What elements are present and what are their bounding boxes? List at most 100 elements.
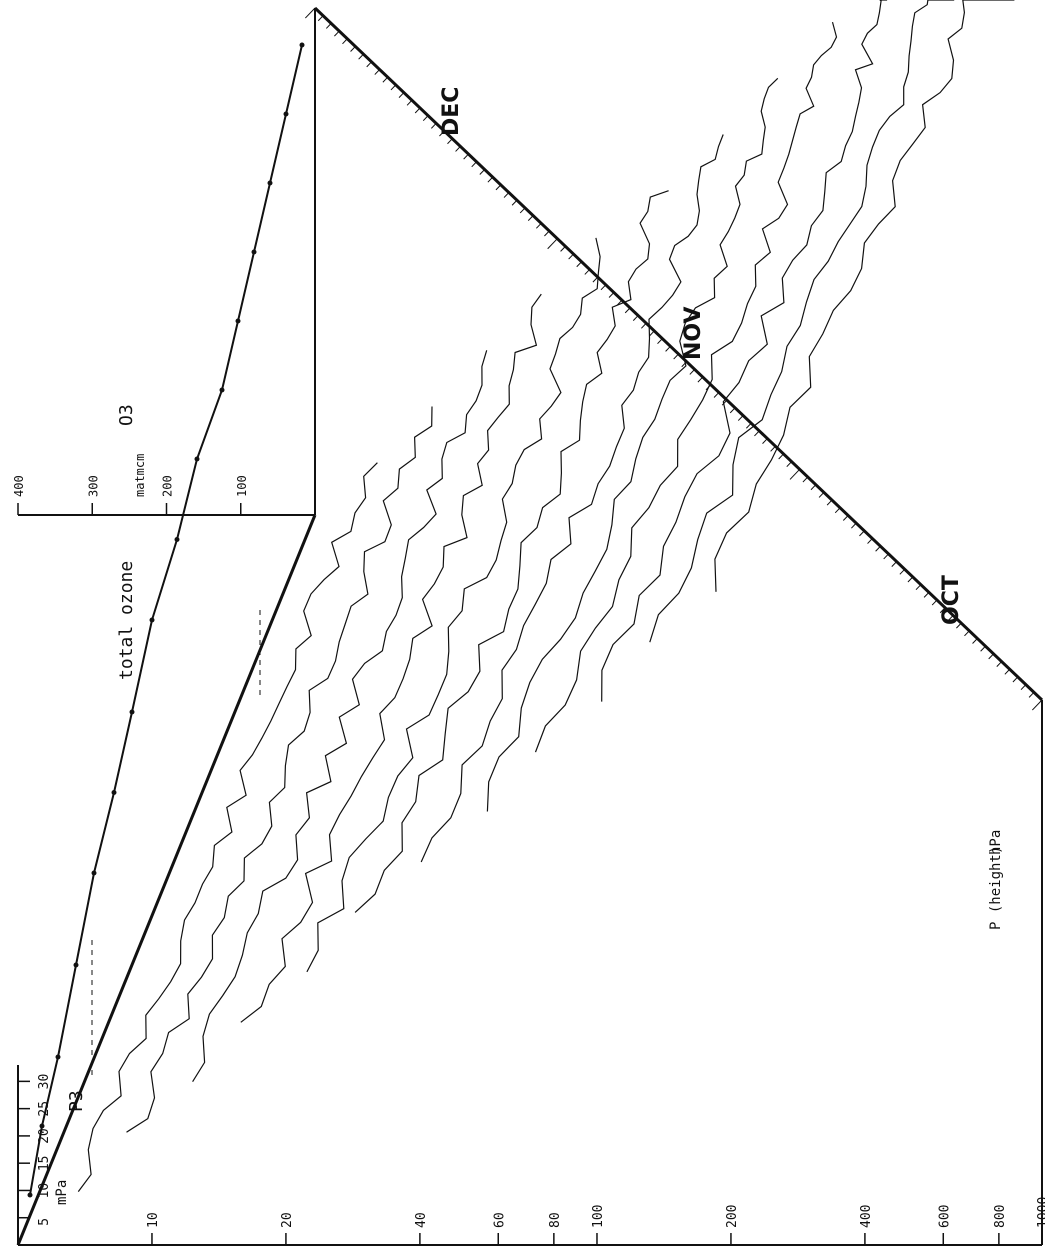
total-ozone-group (27, 42, 305, 1198)
pressure-axis-unit: hPa (988, 830, 1004, 855)
time-tick-mark (519, 207, 526, 214)
time-tick-mark (374, 69, 380, 75)
time-tick-mark (665, 345, 671, 352)
time-tick-mark (640, 322, 647, 329)
time-tick-mark (915, 584, 922, 591)
month-label-dec: DEC (439, 87, 464, 136)
time-tick-mark (826, 499, 833, 506)
time-tick-mark (721, 399, 728, 406)
pressure-tick-label: 600 (937, 1205, 952, 1228)
time-tick-mark (527, 215, 534, 221)
time-tick-mark (584, 269, 591, 275)
o3-tick-label: 100 (235, 475, 249, 497)
time-tick-mark (1004, 668, 1011, 675)
time-tick-mark (778, 453, 784, 460)
time-tick-mark (964, 630, 970, 637)
time-tick-mark (342, 38, 348, 45)
total-ozone-point (91, 870, 97, 876)
time-tick-mark (1012, 676, 1019, 683)
time-tick-mark (867, 538, 873, 544)
pressure-tick-label: 100 (591, 1205, 606, 1228)
p3-axis-unit: mPa (54, 1180, 70, 1205)
time-tick-mark (802, 476, 809, 483)
time-tick-mark (697, 376, 704, 383)
profile-series-line (354, 190, 669, 913)
time-tick-mark (713, 392, 720, 398)
p3-tick-label: 30 (37, 1074, 52, 1090)
total-ozone-point (27, 1192, 33, 1198)
o3-tick-label: 200 (161, 475, 175, 497)
time-tick-mark (382, 76, 389, 83)
pressure-tick-label: 60 (492, 1212, 507, 1228)
time-tick-mark (317, 15, 324, 22)
time-tick-mark (511, 199, 518, 206)
time-tick-mark (1028, 691, 1035, 698)
p3-axis-label: P3 (66, 1090, 87, 1112)
profile-series-group (77, 0, 1015, 1192)
time-tick-mark (1020, 684, 1027, 691)
total-ozone-point (194, 456, 200, 462)
time-tick-mark (834, 507, 841, 514)
time-axis-ticks (304, 7, 1043, 711)
time-tick-mark (657, 338, 663, 345)
time-tick-mark (859, 530, 865, 537)
pressure-tick-label: 400 (859, 1205, 874, 1228)
time-tick-mark (649, 330, 655, 337)
time-tick-mark (560, 246, 566, 252)
time-tick-mark (789, 468, 801, 480)
pressure-tick-label: 80 (548, 1212, 563, 1228)
diagonal-baseline (16, 514, 317, 1246)
time-tick-mark (608, 292, 615, 298)
profile-series-line (534, 21, 838, 753)
pressure-axis-label: P (height) (988, 846, 1004, 930)
o3-axis-label: O3 (116, 404, 137, 426)
total-ozone-point (267, 180, 273, 186)
time-tick-mark (754, 430, 760, 437)
time-tick-mark (430, 122, 437, 129)
profile-series-line (306, 237, 601, 973)
time-tick-mark (875, 545, 881, 552)
time-tick-mark (576, 261, 582, 268)
time-tick-mark (818, 492, 825, 498)
profile-series-line (126, 406, 433, 1133)
total-ozone-point (55, 1054, 61, 1060)
profile-series-line (192, 350, 488, 1083)
time-tick-mark (996, 661, 1002, 667)
total-ozone-point (299, 42, 305, 48)
time-tick-mark (851, 522, 857, 529)
profile-series-line (601, 0, 888, 702)
time-tick-mark (439, 130, 445, 137)
time-tick-mark (786, 461, 792, 468)
total-ozone-point (235, 318, 241, 324)
chart-frame (16, 6, 1044, 1246)
time-tick-mark (503, 192, 510, 198)
time-tick-mark (737, 415, 744, 421)
time-tick-mark (899, 568, 906, 575)
time-tick-mark (414, 107, 421, 114)
time-tick-mark (842, 515, 849, 521)
time-tick-mark (947, 615, 954, 621)
total-ozone-label: total ozone (116, 561, 137, 680)
time-tick-mark (762, 438, 768, 444)
time-tick-mark (624, 307, 631, 314)
profile-series-line (77, 462, 378, 1192)
time-tick-mark (923, 592, 930, 598)
o3-tick-label: 400 (12, 475, 26, 497)
total-ozone-point (283, 111, 289, 117)
time-tick-mark (568, 253, 574, 260)
total-ozone-line (29, 44, 303, 1196)
time-tick-mark (390, 84, 397, 91)
time-tick-mark (350, 46, 356, 52)
time-tick-mark (746, 422, 752, 429)
time-tick-mark (883, 553, 889, 560)
time-tick-mark (547, 238, 558, 250)
time-tick-mark (729, 407, 736, 414)
time-tick-mark (673, 353, 679, 360)
total-ozone-point (111, 790, 117, 795)
time-tick-mark (592, 276, 599, 283)
time-tick-mark (907, 576, 914, 583)
profile-series-line (240, 293, 542, 1023)
